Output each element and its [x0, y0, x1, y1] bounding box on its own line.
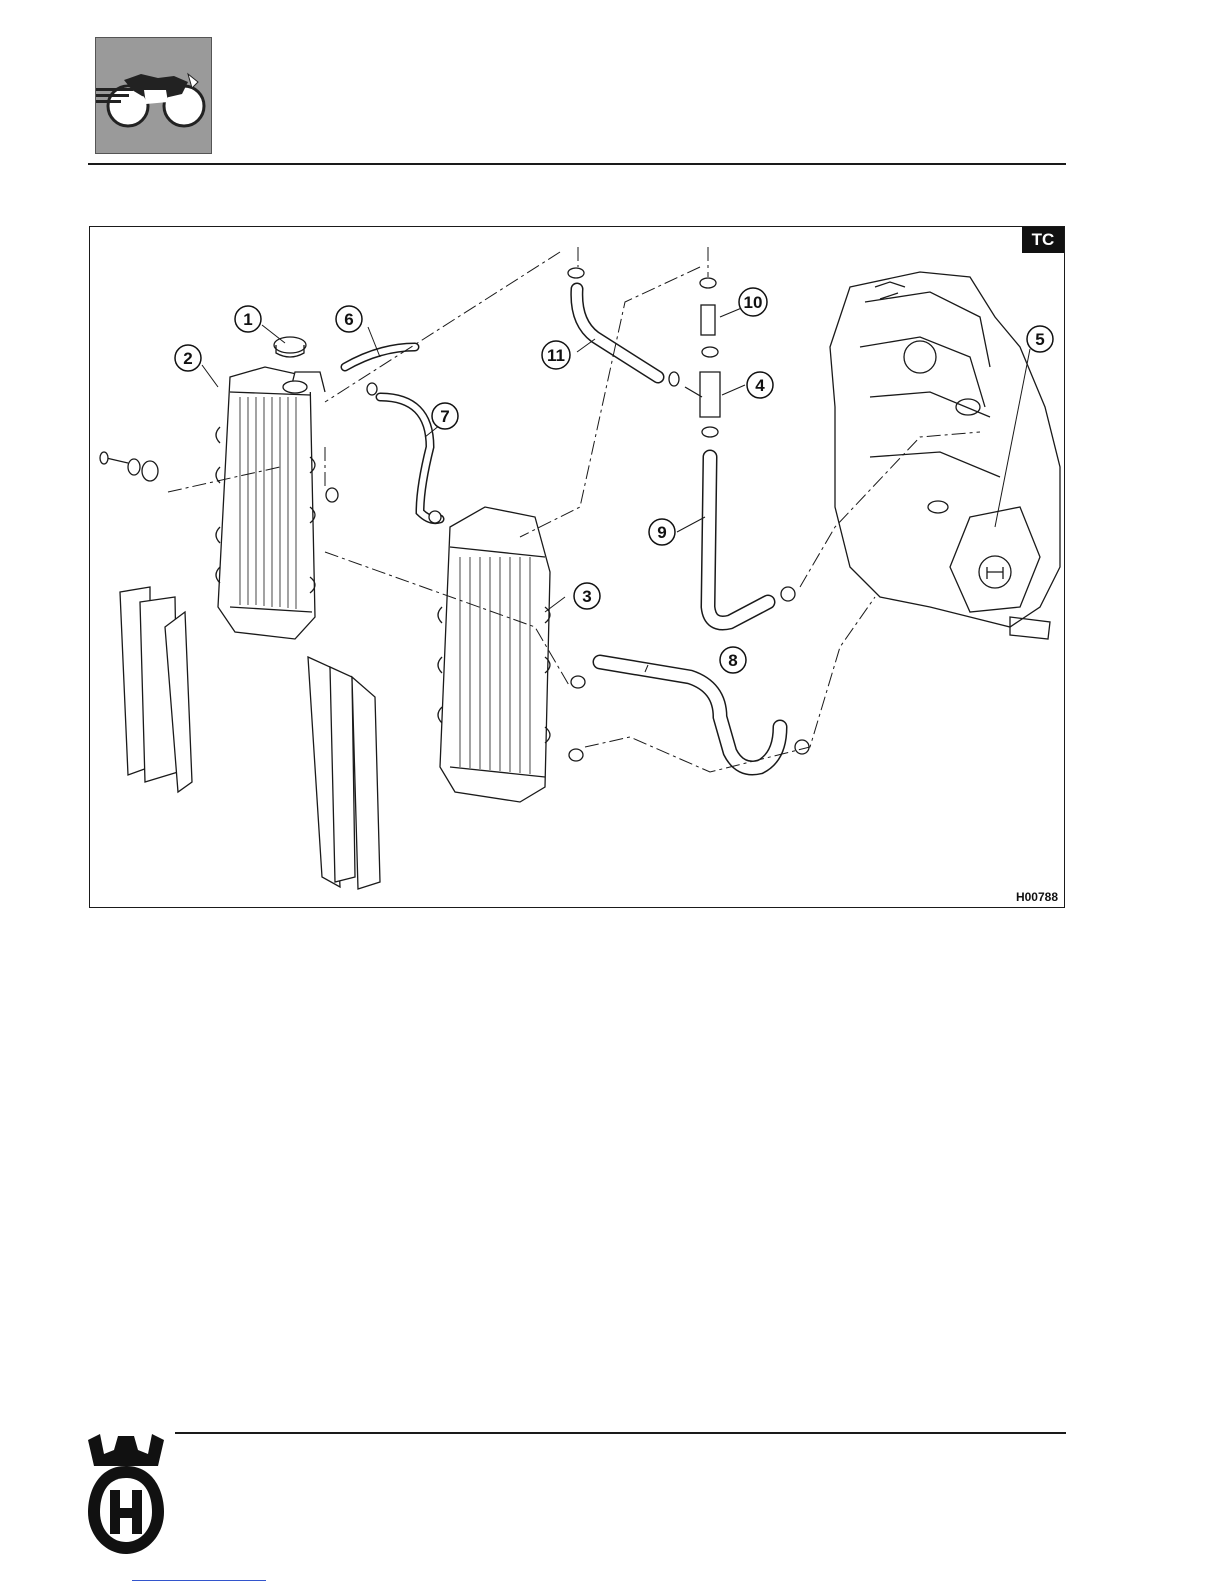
- husqvarna-logo-icon: [84, 1432, 168, 1558]
- left-radiator-shroud: [120, 587, 192, 792]
- svg-text:6: 6: [344, 310, 353, 329]
- callout-10: 10: [739, 288, 767, 316]
- svg-text:3: 3: [582, 587, 591, 606]
- callout-8: 8: [720, 647, 746, 673]
- callout-5: 5: [1027, 326, 1053, 352]
- hose-10: [701, 305, 715, 335]
- motorcycle-icon: [95, 37, 212, 154]
- footer-link-underline: [132, 1580, 266, 1581]
- callout-9: 9: [649, 519, 675, 545]
- figure-code: H00788: [1016, 890, 1058, 904]
- left-radiator: [216, 367, 325, 639]
- callout-3: 3: [574, 583, 600, 609]
- svg-text:8: 8: [728, 651, 737, 670]
- svg-text:9: 9: [657, 523, 666, 542]
- right-radiator-shroud: [308, 657, 380, 889]
- callout-6: 6: [336, 306, 362, 332]
- radiator-cap: [274, 337, 306, 357]
- svg-text:1: 1: [243, 310, 252, 329]
- right-radiator: [438, 507, 550, 802]
- callout-7: 7: [432, 403, 458, 429]
- footer-rule: [175, 1432, 1066, 1434]
- callout-11: 11: [542, 341, 570, 369]
- svg-text:10: 10: [744, 293, 763, 312]
- callout-4: 4: [747, 372, 773, 398]
- engine: [830, 272, 1060, 639]
- svg-text:4: 4: [755, 376, 765, 395]
- callout-2: 2: [175, 345, 201, 371]
- callout-1: 1: [235, 306, 261, 332]
- cooling-system-diagram: 1 2 3 4 5 6 7 8: [89, 226, 1065, 908]
- diagram-drawing: 1 2 3 4 5 6 7 8: [90, 227, 1064, 907]
- model-badge: TC: [1022, 227, 1064, 253]
- svg-text:5: 5: [1035, 330, 1044, 349]
- svg-text:7: 7: [440, 407, 449, 426]
- header-rule: [88, 163, 1066, 165]
- svg-text:2: 2: [183, 349, 192, 368]
- tee-fitting-4: [685, 372, 720, 417]
- svg-text:11: 11: [547, 346, 565, 365]
- hose-7: [380, 397, 440, 520]
- hose-9: [708, 457, 768, 623]
- hose-clamps: [367, 268, 809, 761]
